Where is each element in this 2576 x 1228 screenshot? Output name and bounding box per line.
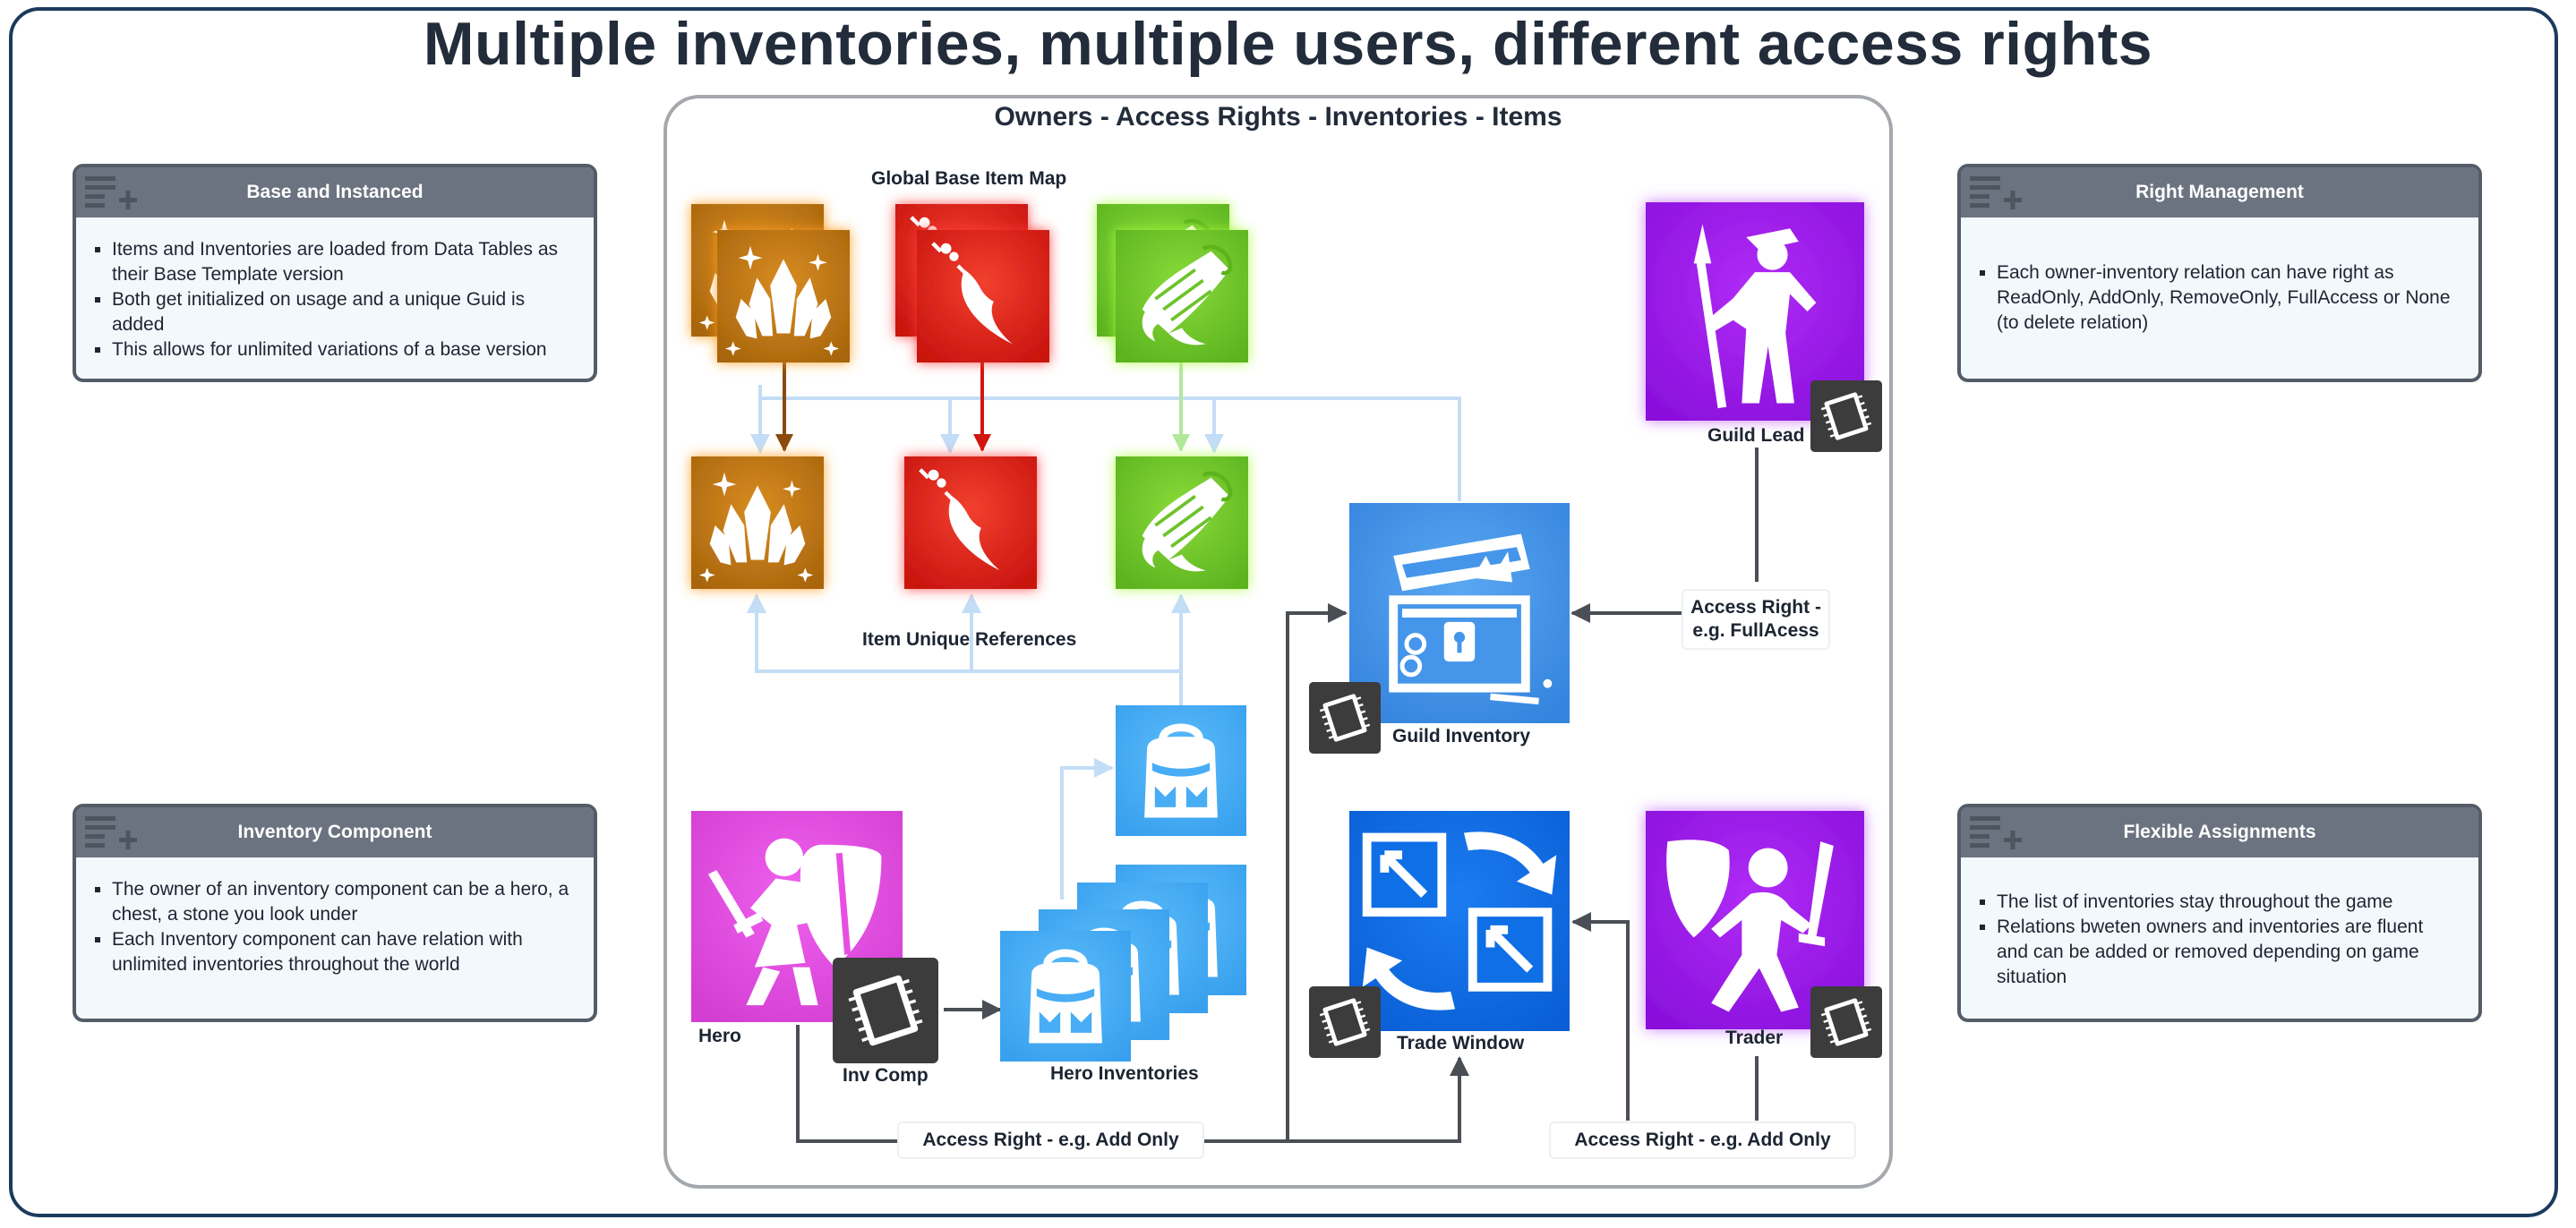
info-box-list: The list of inventories stay throughout …: [1961, 890, 2478, 990]
inv-comp-chip[interactable]: [833, 958, 938, 1063]
info-box-title: Inventory Component: [237, 822, 432, 842]
quill-base-front[interactable]: [917, 230, 1049, 362]
chip-icon: [1810, 380, 1882, 452]
info-box-header: Inventory Component: [76, 807, 594, 857]
info-box-list: Each owner-inventory relation can have r…: [1961, 260, 2478, 336]
crystal-reference[interactable]: [691, 456, 824, 589]
label-guild-lead: Guild Lead: [1707, 425, 1805, 446]
label-item-unique-references: Item Unique References: [862, 629, 1077, 650]
guild-lead-chip[interactable]: [1810, 380, 1882, 452]
label-guild-inventory: Guild Inventory: [1392, 726, 1531, 746]
diagram-title: Owners - Access Rights - Inventories - I…: [994, 102, 1562, 132]
backpack-icon: [1116, 705, 1246, 836]
treasure-chest-icon: [1349, 503, 1570, 723]
hero-inventory-1[interactable]: [1000, 931, 1131, 1062]
chip-icon: [1309, 682, 1381, 754]
list-add-icon: [83, 813, 141, 856]
info-box-list: The owner of an inventory component can …: [76, 877, 594, 977]
list-item: The list of inventories stay throughout …: [1997, 890, 2459, 915]
info-box-inventory-component: Inventory Component The owner of an inve…: [73, 804, 597, 1022]
quill-reference[interactable]: [904, 456, 1037, 589]
link-heroinv-to-pack: [1060, 758, 1114, 900]
info-box-flexible-assignments: Flexible Assignments The list of invento…: [1957, 804, 2482, 1022]
label-inv-comp: Inv Comp: [843, 1065, 929, 1086]
info-box-right-management: Right Management Each owner-inventory re…: [1957, 164, 2482, 382]
label-trader: Trader: [1725, 1028, 1784, 1048]
crystal-base-front[interactable]: [717, 230, 850, 362]
label-hero-inventories: Hero Inventories: [1050, 1063, 1199, 1084]
list-add-icon: [1968, 173, 2025, 216]
scroll-icon: [1116, 230, 1248, 362]
hero-access-right-label: Access Right - e.g. Add Only: [897, 1121, 1204, 1159]
quill-icon: [917, 230, 1049, 362]
list-item: This allows for unlimited variations of …: [112, 337, 574, 362]
trade-window-tile[interactable]: [1349, 811, 1570, 1031]
scroll-reference[interactable]: [1116, 456, 1248, 589]
list-item: Items and Inventories are loaded from Da…: [112, 237, 574, 287]
link-base-to-crystal: [758, 385, 1461, 501]
info-box-title: Right Management: [2135, 182, 2304, 202]
info-box-header: Base and Instanced: [76, 167, 594, 217]
chip-icon: [1309, 986, 1381, 1058]
backpack-icon: [1000, 931, 1131, 1062]
list-item: Each Inventory component can have relati…: [112, 927, 574, 977]
info-box-list: Items and Inventories are loaded from Da…: [76, 237, 594, 362]
info-box-header: Flexible Assignments: [1961, 807, 2478, 857]
trade-window-chip[interactable]: [1309, 986, 1381, 1058]
page-title: Multiple inventories, multiple users, di…: [423, 10, 2153, 78]
scroll-base-front[interactable]: [1116, 230, 1248, 362]
chip-icon: [1810, 986, 1882, 1058]
info-box-base-instanced: Base and Instanced Items and Inventories…: [73, 164, 597, 382]
guild-access-line2: e.g. FullAcess: [1692, 620, 1819, 641]
crystal-icon: [691, 456, 824, 589]
list-item: Both get initialized on usage and a uniq…: [112, 287, 574, 337]
quill-icon: [904, 456, 1037, 589]
crystal-icon: [717, 230, 850, 362]
backpack-inventory[interactable]: [1116, 705, 1246, 836]
chip-icon: [833, 958, 938, 1063]
list-add-icon: [1968, 813, 2025, 856]
guild-access-right-label: Access Right - e.g. FullAcess: [1682, 589, 1830, 650]
guild-inventory-tile[interactable]: [1349, 503, 1570, 723]
trade-arrows-icon: [1349, 811, 1570, 1031]
trader-access-right-label: Access Right - e.g. Add Only: [1549, 1121, 1856, 1159]
info-box-title: Base and Instanced: [246, 182, 424, 202]
label-trade-window: Trade Window: [1397, 1033, 1525, 1053]
info-box-header: Right Management: [1961, 167, 2478, 217]
info-box-title: Flexible Assignments: [2123, 822, 2316, 842]
trader-chip[interactable]: [1810, 986, 1882, 1058]
list-item: Each owner-inventory relation can have r…: [1997, 260, 2459, 336]
list-item: Relations bweten owners and inventories …: [1997, 915, 2459, 990]
guild-access-line1: Access Right -: [1690, 597, 1821, 618]
list-item: The owner of an inventory component can …: [112, 877, 574, 927]
label-hero: Hero: [698, 1026, 741, 1046]
link-refs-to-pack: [962, 593, 1183, 707]
link-hero-access: [796, 1025, 897, 1143]
scroll-icon: [1116, 456, 1248, 589]
guild-inventory-chip[interactable]: [1309, 682, 1381, 754]
list-add-icon: [83, 173, 141, 216]
label-global-base-item-map: Global Base Item Map: [871, 168, 1067, 189]
